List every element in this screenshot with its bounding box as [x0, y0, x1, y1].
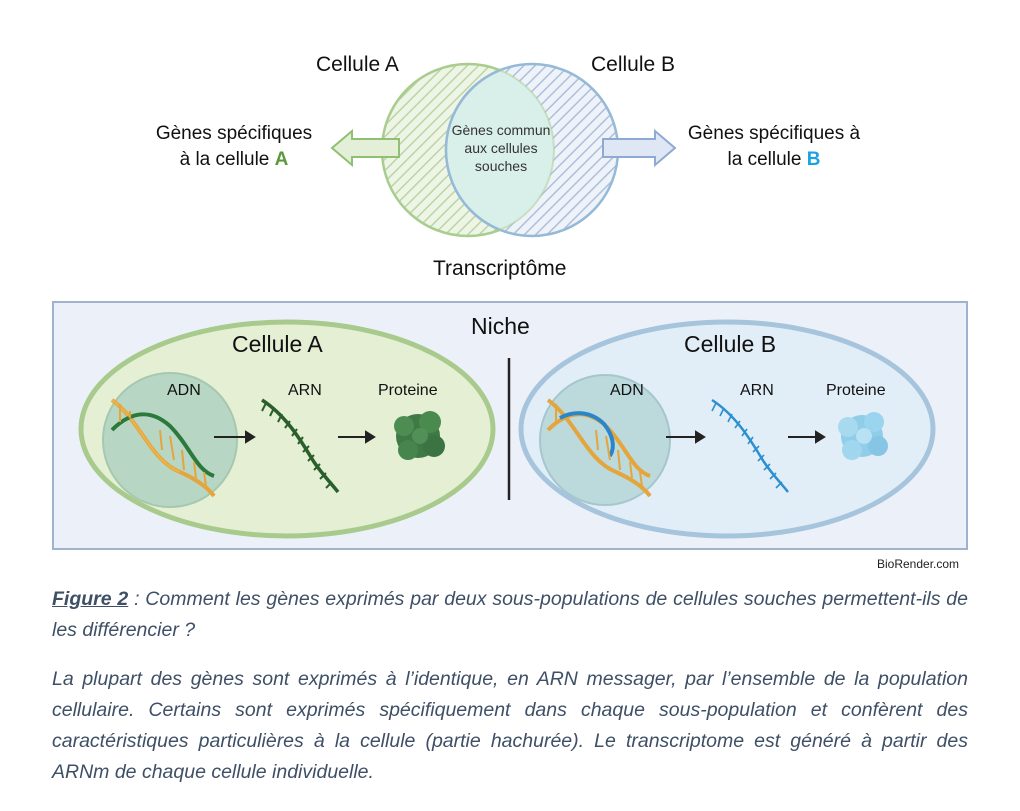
cell-letter-b: B — [806, 149, 821, 170]
specific-genes-b-line2: la cellule B — [672, 147, 876, 173]
venn-cell-a-label: Cellule A — [316, 53, 399, 76]
arrow-dna-rna-b-icon — [666, 430, 706, 444]
dna-b-icon — [546, 398, 652, 498]
cell-a-title: Cellule A — [232, 331, 323, 357]
arrow-dna-rna-a-icon — [214, 430, 256, 444]
cell-a-protein-label: Proteine — [378, 382, 438, 399]
cell-letter-a: A — [274, 149, 289, 170]
figure-caption-title: Figure 2 : Comment les gènes exprimés pa… — [52, 584, 968, 646]
venn-diagram — [330, 62, 677, 238]
rna-a-icon — [261, 398, 340, 494]
venn-common-line: aux cellules — [464, 140, 538, 156]
arrow-rna-protein-a-icon — [338, 430, 376, 444]
arrow-right-icon — [602, 128, 677, 168]
specific-genes-a-line1: Gènes spécifiques — [155, 123, 313, 144]
cell-a-rna-label: ARN — [288, 382, 322, 399]
venn-common-line: Gènes commun — [451, 122, 551, 138]
rna-b-icon — [711, 398, 789, 493]
specific-genes-b-line1: Gènes spécifiques à — [687, 123, 861, 144]
cell-b-title: Cellule B — [684, 331, 777, 357]
specific-genes-a: Gènes spécifiques à la cellule A — [136, 121, 332, 173]
cell-b-protein-label: Proteine — [826, 382, 886, 399]
transcriptome-label: Transcriptôme — [433, 257, 567, 280]
specific-genes-a-prefix: à la cellule — [179, 149, 275, 170]
specific-genes-b-prefix: la cellule — [727, 149, 807, 170]
venn-cell-b-label: Cellule B — [591, 53, 676, 76]
cell-b-rna-label: ARN — [740, 382, 774, 399]
protein-a-icon — [394, 411, 445, 460]
niche-title: Niche — [471, 313, 530, 339]
arrow-left-icon — [330, 128, 400, 168]
figure-caption-body: La plupart des gènes sont exprimés à l’i… — [52, 668, 968, 783]
cell-a-dna-label: ADN — [167, 382, 201, 399]
cell-b-nucleus — [539, 374, 671, 506]
arrow-rna-protein-b-icon — [788, 430, 826, 444]
specific-genes-a-line2: à la cellule A — [136, 147, 332, 173]
figure-label: Figure 2 — [52, 588, 129, 610]
biorender-credit: BioRender.com — [877, 557, 960, 571]
figure-title-text: : Comment les gènes exprimés par deux so… — [52, 588, 968, 641]
dna-a-icon — [110, 398, 216, 498]
cell-b-dna-label: ADN — [610, 382, 644, 399]
venn-common-genes: Gènes commun aux cellules souches — [430, 121, 572, 175]
niche-panel — [52, 301, 968, 550]
protein-b-icon — [838, 412, 888, 460]
venn-common-line: souches — [474, 158, 528, 174]
specific-genes-b: Gènes spécifiques à la cellule B — [672, 121, 876, 173]
